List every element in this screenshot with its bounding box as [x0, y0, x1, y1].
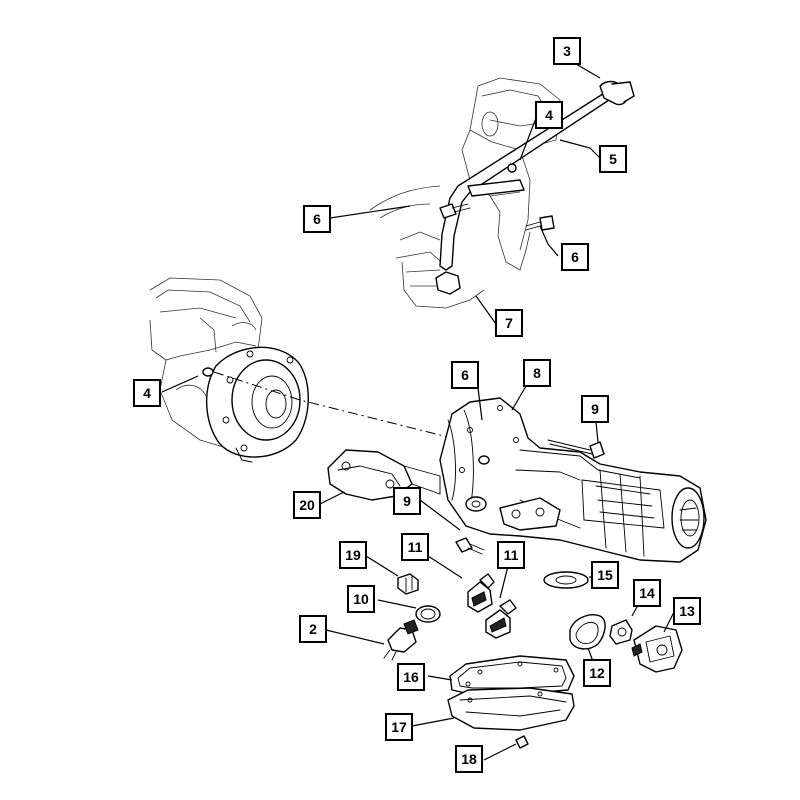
callout-15-label: 15: [597, 567, 613, 583]
callout-20: 20: [293, 491, 321, 519]
oil-pan-17: [447, 687, 575, 731]
washer-15: [543, 571, 589, 589]
callout-9-label: 9: [591, 401, 599, 417]
callout-9-right: 9: [581, 395, 609, 423]
bellhousing-adapter: [206, 346, 309, 463]
callout-19: 19: [339, 541, 367, 569]
bolt-top-right: [525, 215, 555, 231]
washer-shim: [465, 496, 487, 512]
callout-10-label: 10: [353, 591, 369, 607]
callout-14: 14: [633, 579, 661, 607]
callout-17-label: 17: [391, 719, 407, 735]
callout-6-mid: 6: [451, 361, 479, 389]
dipstick-bracket: [467, 163, 525, 197]
callout-12-label: 12: [589, 665, 605, 681]
callout-9-left: 9: [393, 487, 421, 515]
callout-4-top: 4: [535, 101, 563, 129]
callout-3: 3: [553, 37, 581, 65]
callout-16-label: 16: [403, 669, 419, 685]
callout-2-label: 2: [309, 621, 317, 637]
pump-13: [631, 625, 683, 673]
bolt-lower-left: [455, 537, 485, 555]
callout-11-label: 11: [408, 539, 423, 555]
plug-19: [397, 573, 419, 595]
callout-2: 2: [299, 615, 327, 643]
sensor-2: [383, 619, 419, 661]
dipstick-tube: [435, 80, 635, 295]
callout-5-label: 5: [609, 151, 617, 167]
callout-20-label: 20: [299, 497, 315, 513]
callout-5: 5: [599, 145, 627, 173]
oil-pan-gasket-16: [449, 655, 575, 695]
callout-9-label: 9: [403, 493, 411, 509]
gasket-10: [415, 605, 441, 623]
callout-13: 13: [673, 597, 701, 625]
callout-8: 8: [523, 359, 551, 387]
bolt-upper-right: [547, 439, 605, 459]
leader-lines: [161, 63, 675, 761]
callout-10: 10: [347, 585, 375, 613]
callout-16: 16: [397, 663, 425, 691]
transmission-case: [439, 397, 707, 563]
sensor-switch-left: [467, 573, 495, 613]
callout-8-label: 8: [533, 365, 541, 381]
callout-4-label: 4: [143, 385, 151, 401]
engine-block-main-sketch: [149, 277, 263, 453]
dowel-pin-left: [202, 367, 214, 377]
callout-12: 12: [583, 659, 611, 687]
callout-18-label: 18: [461, 751, 477, 767]
callout-19-label: 19: [345, 547, 361, 563]
callout-7-label: 7: [505, 315, 513, 331]
transmission-mount-bracket: [327, 449, 441, 501]
callout-6-top-right: 6: [561, 243, 589, 271]
sensor-switch-right: [485, 599, 517, 639]
callout-11-label: 11: [504, 547, 519, 563]
callout-11-right: 11: [497, 541, 525, 569]
seal-14: [609, 619, 633, 645]
drain-bolt-18: [515, 735, 529, 749]
callout-4-label: 4: [545, 107, 553, 123]
callout-6-label: 6: [313, 211, 321, 227]
callout-6-label: 6: [571, 249, 579, 265]
callout-6-label: 6: [461, 367, 469, 383]
callout-13-label: 13: [679, 603, 695, 619]
callout-17: 17: [385, 713, 413, 741]
callout-7: 7: [495, 309, 523, 337]
callout-6-top-left: 6: [303, 205, 331, 233]
callout-15: 15: [591, 561, 619, 589]
dowel-pin-transmission: [478, 455, 490, 465]
callout-18: 18: [455, 745, 483, 773]
bolt-top-left: [439, 203, 471, 219]
callout-14-label: 14: [639, 585, 655, 601]
gasket-12: [569, 614, 606, 650]
callout-4-mid: 4: [133, 379, 161, 407]
callout-11-left: 11: [401, 533, 429, 561]
callout-3-label: 3: [563, 43, 571, 59]
